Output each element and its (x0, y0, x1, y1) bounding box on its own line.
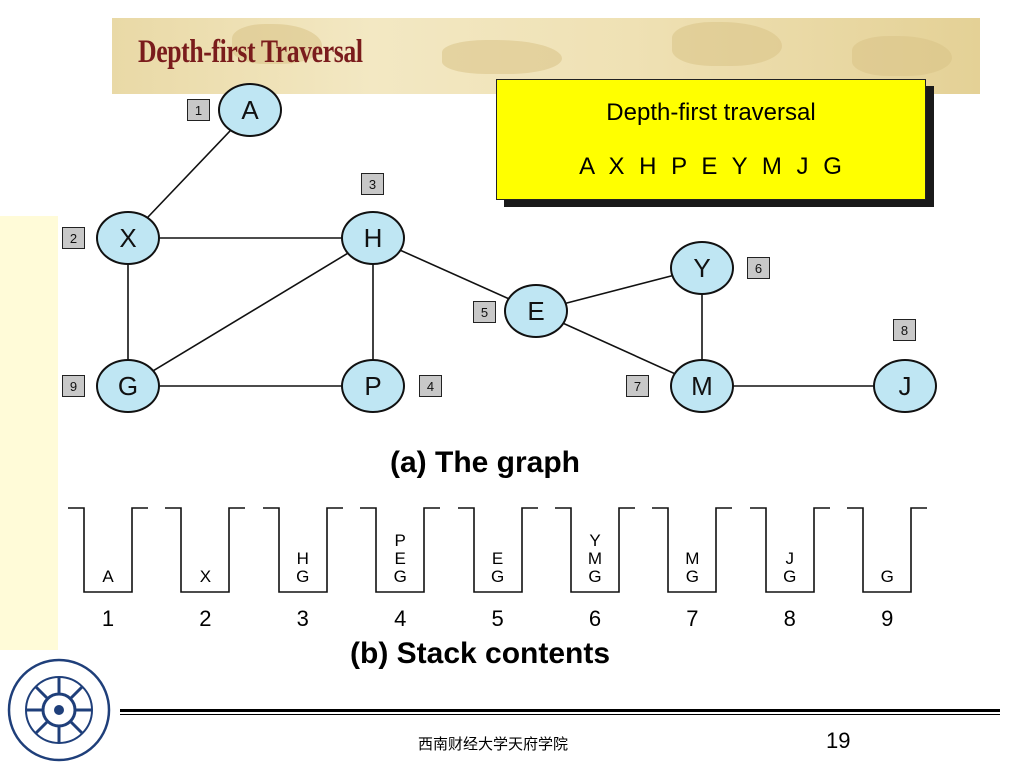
stack-item: Y (589, 531, 601, 550)
node-e: E (504, 284, 568, 338)
stack-bucket-outline (457, 507, 538, 593)
stack-bucket-outline (262, 507, 343, 593)
stack-item: A (102, 567, 114, 586)
node-m: M (670, 359, 734, 413)
stack-bucket-outline (652, 507, 733, 593)
stack-item: P (394, 531, 406, 550)
node-x: X (96, 211, 160, 265)
stack-item: G (490, 567, 505, 586)
stack-step-label: 7 (686, 606, 699, 631)
map-continent-shape (852, 36, 952, 76)
stack-item: G (296, 567, 310, 586)
result-title: Depth-first traversal (606, 99, 816, 126)
node-g: G (96, 359, 160, 413)
stack-step-label: 1 (101, 606, 115, 631)
stack-bucket-outline (360, 507, 441, 593)
node-h: H (341, 211, 405, 265)
node-a: A (218, 83, 282, 137)
stack-item: J (785, 549, 795, 568)
stack-step-label: 8 (783, 606, 796, 631)
stack-bucket-outline (68, 507, 148, 593)
stack-step-label: 5 (491, 606, 504, 631)
side-panel (0, 216, 58, 650)
stack-9: G (847, 506, 928, 594)
graph-caption: (a) The graph (390, 446, 581, 479)
stack-bucket-outline (749, 507, 830, 593)
page-number: 19 (826, 728, 851, 753)
map-continent-shape (672, 22, 782, 66)
stack-caption: (b) Stack contents (350, 637, 611, 670)
traversal-result-box: Depth-first traversal A X H P E Y M J G (496, 79, 926, 200)
traversal-sequence: A X H P E Y M J G (579, 153, 843, 180)
visit-order-badge: 1 (187, 99, 210, 121)
node-j: J (873, 359, 937, 413)
stack-2: X (165, 506, 246, 594)
college-seal-icon (7, 658, 111, 762)
stack-item: E (491, 549, 504, 568)
stack-1: A (68, 506, 148, 594)
stack-step-label: 9 (881, 606, 894, 631)
visit-order-badge: 3 (361, 173, 384, 195)
footer-rule-thin (120, 714, 1000, 715)
stack-item: M (587, 549, 603, 568)
footer-rule (120, 709, 1000, 712)
map-continent-shape (442, 40, 562, 74)
visit-order-badge: 7 (626, 375, 649, 397)
stack-step-label: 4 (394, 606, 407, 631)
visit-order-badge: 2 (62, 227, 85, 249)
stack-item: G (685, 567, 699, 586)
visit-order-badge: 4 (419, 375, 442, 397)
node-p: P (341, 359, 405, 413)
stack-step-label: 2 (199, 606, 212, 631)
stack-item: E (394, 549, 406, 568)
header-map-banner (112, 18, 980, 94)
stack-item: H (296, 549, 309, 568)
stack-item: X (199, 567, 212, 586)
map-continent-shape (232, 24, 322, 64)
stack-step-label: 6 (588, 606, 602, 631)
stack-item: G (783, 567, 797, 586)
stack-bucket-outline (165, 507, 246, 593)
visit-order-badge: 6 (747, 257, 770, 279)
visit-order-badge: 8 (893, 319, 916, 341)
visit-order-badge: 9 (62, 375, 85, 397)
slide-title: Depth-first Traversal (138, 34, 363, 70)
stack-item: G (880, 567, 894, 586)
edge-g-h (127, 237, 374, 387)
stack-bucket-outline (847, 507, 928, 593)
stack-step-label: 3 (296, 606, 309, 631)
footer-school-name: 西南财经大学天府学院 (418, 735, 569, 753)
node-y: Y (670, 241, 734, 295)
stack-item: G (588, 567, 602, 586)
visit-order-badge: 5 (473, 301, 496, 323)
stack-item: M (685, 549, 700, 568)
stack-item: G (393, 567, 407, 586)
stack-bucket-outline (555, 507, 635, 593)
